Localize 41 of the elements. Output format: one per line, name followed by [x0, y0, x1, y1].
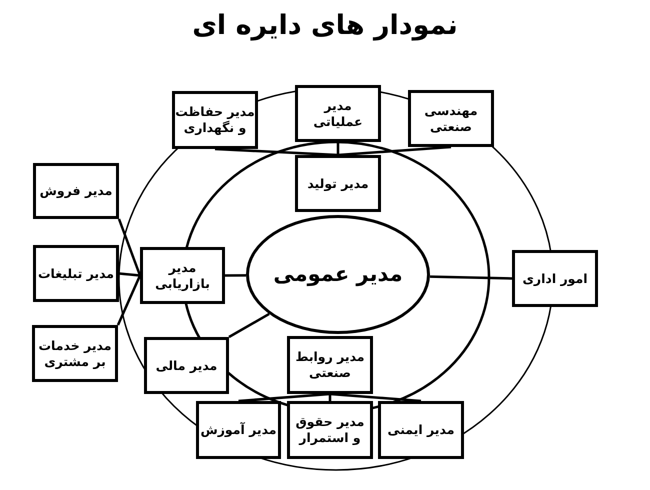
role-box: [196, 401, 281, 459]
role-label: مدیر عمومی: [273, 261, 403, 288]
role-label: مدیر خدمات بر مشتری: [37, 338, 112, 370]
connector-line: [336, 142, 340, 155]
role-box: [140, 247, 225, 304]
connector-line: [118, 218, 142, 276]
role-box: [32, 325, 118, 382]
role-label: مدیر حفاظت و نگهداری: [175, 104, 255, 136]
role-box: [33, 245, 119, 302]
role-label: مدیر مالی: [156, 358, 218, 374]
role-box: [512, 250, 598, 307]
connector-line: [238, 392, 330, 402]
role-box: [287, 401, 373, 459]
connector-line: [225, 274, 246, 277]
role-label: مدیر فروش: [40, 183, 112, 199]
role-label: مدیر بازاریابی: [154, 260, 211, 292]
role-label: مدیر عملیاتی: [312, 98, 364, 130]
connector-line: [430, 275, 512, 280]
connector-line: [330, 392, 422, 402]
connector-line: [228, 312, 270, 338]
connector-line: [338, 146, 452, 156]
role-label: مدیر روابط صنعتی: [294, 349, 366, 381]
role-label: مدیر آموزش: [200, 422, 277, 438]
role-label: امور اداری: [522, 270, 588, 286]
connector-line: [116, 275, 142, 326]
role-box: [295, 85, 381, 142]
role-box: [144, 337, 229, 394]
role-label: مدیر تبلیغات: [38, 266, 114, 282]
role-box: [287, 336, 373, 394]
diagram-title: نمودار های دایره ای: [192, 10, 458, 41]
role-box: [295, 155, 381, 212]
role-label: مهندسی صنعتی: [423, 102, 479, 134]
connector-line: [214, 148, 338, 156]
role-box: [172, 91, 258, 149]
connector-line: [118, 272, 140, 277]
role-label: مدیر حقوق و استمرار: [294, 414, 366, 446]
role-label: مدیر ایمنی: [388, 422, 454, 438]
role-box: [33, 163, 119, 219]
role-label: مدیر تولید: [307, 176, 369, 192]
role-box: [378, 401, 464, 459]
role-box: [408, 90, 494, 147]
